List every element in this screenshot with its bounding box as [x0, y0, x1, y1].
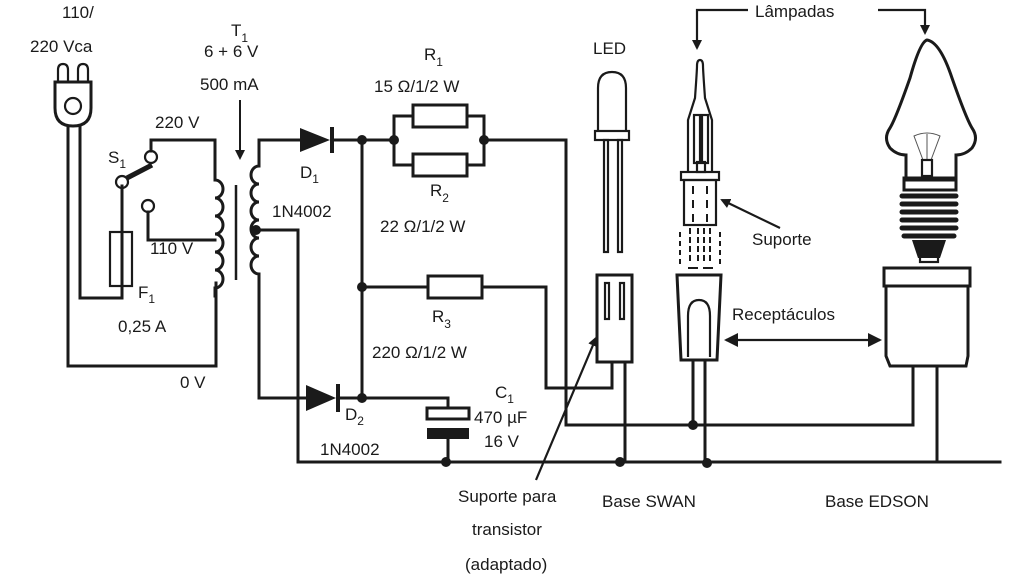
fuse-value: 0,25 A [118, 317, 167, 336]
base-swan-label: Base SWAN [602, 492, 696, 511]
transformer-ref: T1 [231, 21, 248, 45]
support-pointer-arrow [720, 198, 781, 229]
wire-secondary-top [257, 138, 302, 168]
r2-ref: R2 [430, 181, 449, 205]
zero-volt-label: 0 V [180, 373, 206, 392]
wire-220-tap [149, 138, 217, 182]
r1-value: 15 Ω/1/2 W [374, 77, 459, 96]
mains-label-line2: 220 Vca [30, 37, 93, 56]
c1-voltage: 16 V [484, 432, 520, 451]
edson-lamp-icon [885, 38, 977, 264]
socket-label-line2: transistor [472, 520, 542, 539]
socket-label-line1: Suporte para [458, 487, 557, 506]
led-icon [593, 70, 631, 254]
r2-value: 22 Ω/1/2 W [380, 217, 465, 236]
diode-d1 [300, 127, 334, 153]
socket-label-line3: (adaptado) [465, 555, 547, 574]
r1-ref: R1 [424, 45, 443, 69]
transformer-voltage: 6 + 6 V [204, 42, 259, 61]
led-label: LED [593, 39, 626, 58]
r3-value: 220 Ω/1/2 W [372, 343, 467, 362]
tap-220-label: 220 V [155, 113, 200, 132]
lamps-arrow-left [692, 8, 748, 50]
wire-secondary-bottom [257, 272, 308, 400]
mains-label-line1: 110/ [62, 3, 94, 22]
wire-110-tap [146, 210, 217, 242]
c1-ref: C1 [495, 383, 514, 406]
power-plug-icon [53, 62, 93, 128]
d1-part: 1N4002 [272, 202, 332, 221]
r3-ref: R3 [432, 307, 451, 331]
receptacles-label: Receptáculos [732, 305, 835, 324]
resistor-r3 [426, 274, 484, 300]
tap-110-label: 110 V [150, 239, 194, 258]
wire-r1r2-out [482, 138, 702, 427]
transformer-t1 [213, 164, 261, 298]
d1-ref: D1 [300, 163, 319, 186]
resistor-r1 [411, 103, 469, 129]
base-edson-label: Base EDSON [825, 492, 929, 511]
wire-mains-live [66, 124, 218, 368]
support-label: Suporte [752, 230, 812, 249]
lamps-arrow-right [878, 8, 930, 35]
edson-receptacle [882, 266, 972, 368]
lamps-label: Lâmpadas [755, 2, 834, 21]
c1-value: 470 µF [474, 408, 527, 427]
swan-lamp-icon [679, 58, 721, 268]
socket-pointer-arrow [534, 336, 598, 481]
wire-r3-out [480, 285, 614, 390]
switch-ref: S1 [108, 148, 126, 171]
fuse-ref: F1 [138, 283, 155, 306]
wire-mains-fuse [78, 124, 124, 300]
d2-ref: D2 [345, 405, 364, 428]
wire-center-tap [254, 228, 1002, 464]
swan-receptacle [675, 267, 723, 362]
diode-d2 [306, 384, 340, 412]
resistor-r2 [411, 152, 469, 178]
capacitor-c1 [425, 406, 471, 421]
transformer-current: 500 mA [200, 75, 259, 94]
transistor-socket [595, 273, 634, 364]
d2-part: 1N4002 [320, 440, 380, 459]
